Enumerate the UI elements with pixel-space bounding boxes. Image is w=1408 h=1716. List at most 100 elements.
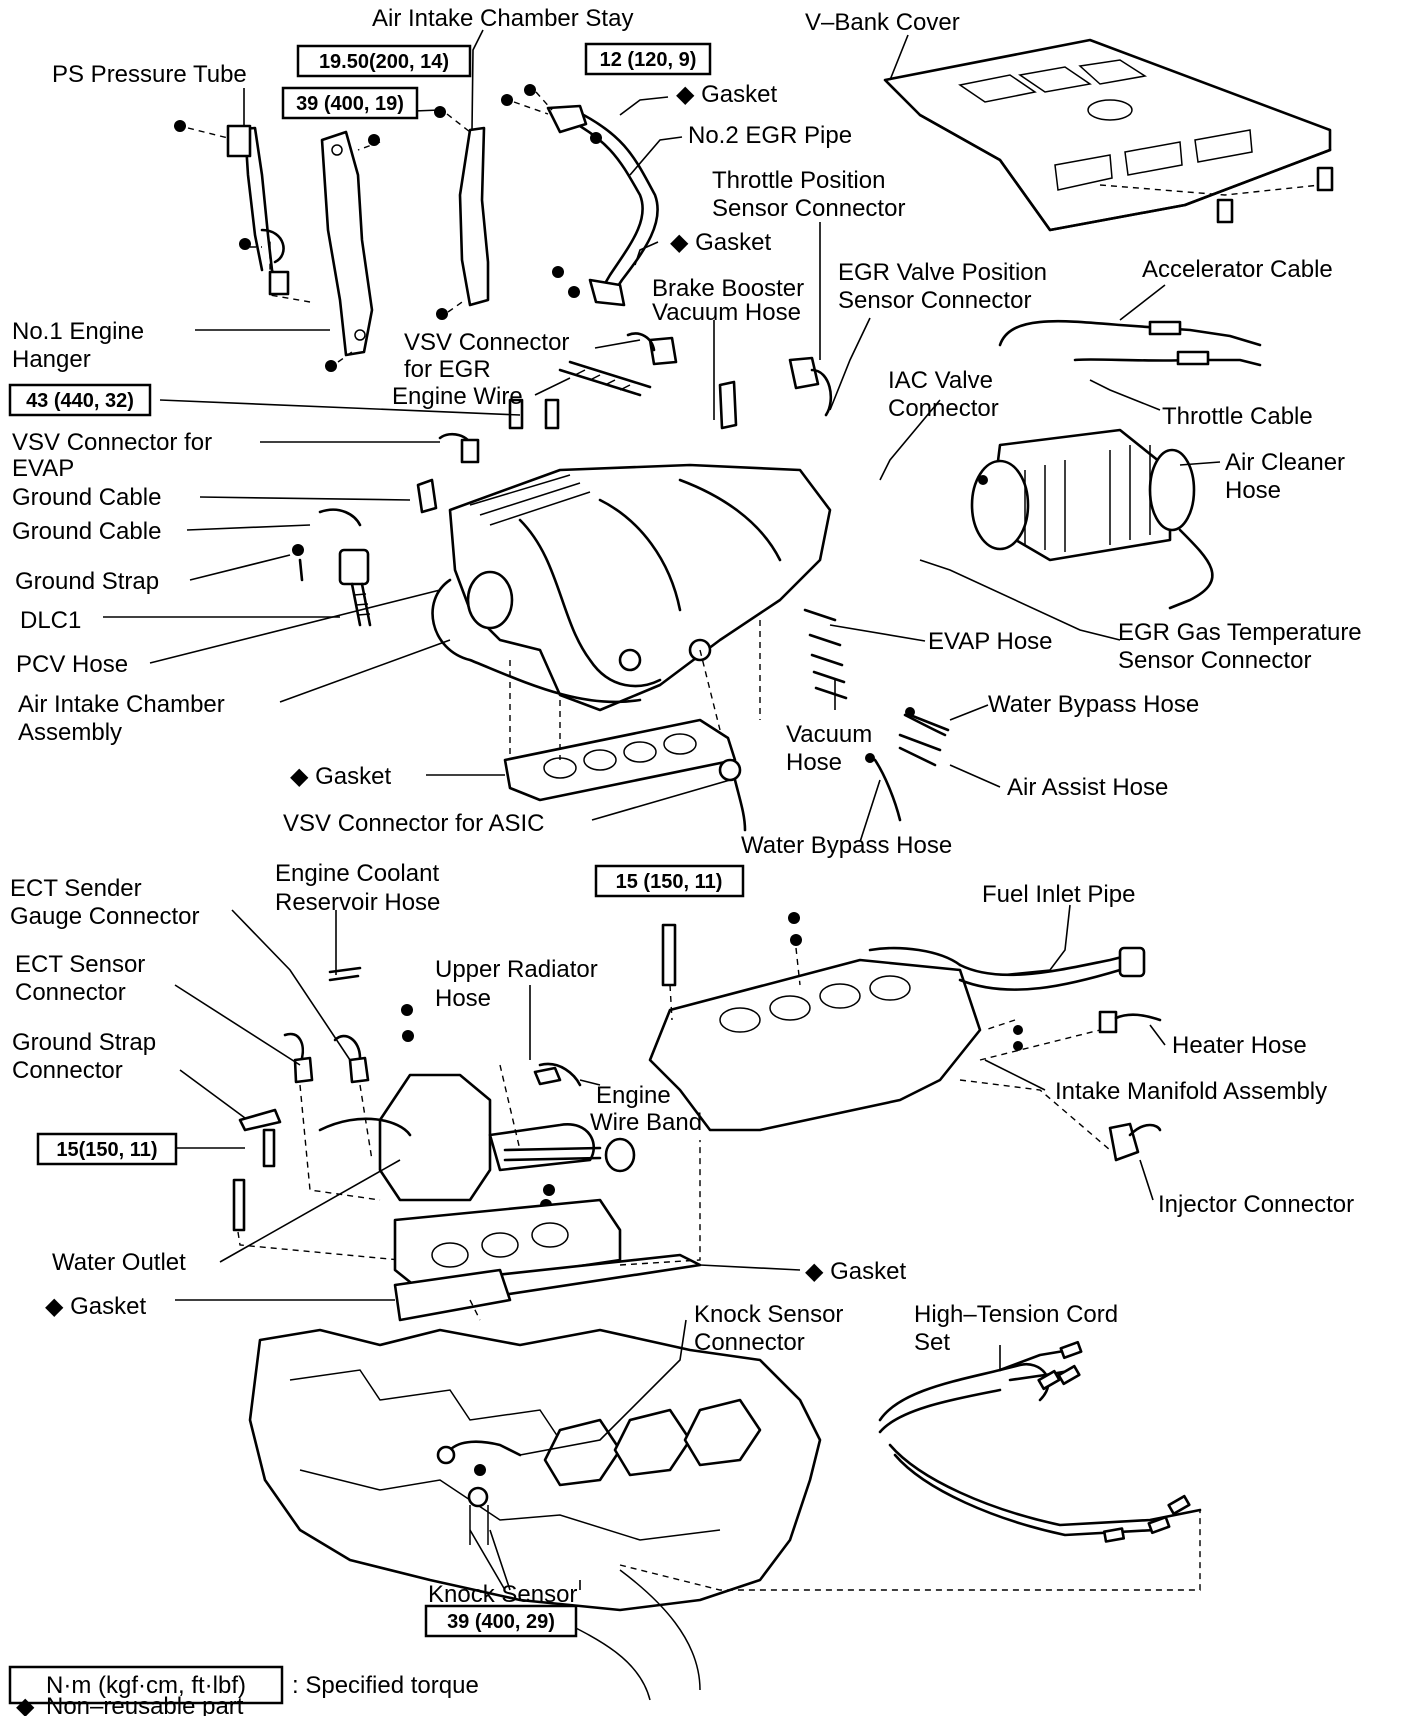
label-no1-engine-hanger-1: No.1 Engine (12, 318, 144, 345)
label-egr-valve-position-sensor-connector-1: EGR Valve Position (838, 259, 1047, 286)
label-ground-strap-connector-1: Ground Strap (12, 1029, 156, 1056)
label-knock-sensor-connector-1: Knock Sensor (694, 1301, 843, 1328)
label-ground-cable-1: Ground Cable (12, 484, 161, 511)
left-small-parts-drawing (292, 398, 560, 627)
label-gasket-egr-bottom: ◆ Gasket (670, 229, 772, 256)
torque-value: 43 (440, 32) (26, 390, 134, 412)
torque-box-15-lower: 15(150, 11) (36, 1132, 178, 1166)
label-gasket-manifold: ◆ Gasket (805, 1258, 907, 1285)
torque-box-19-50: 19.50(200, 14) (296, 44, 472, 78)
label-brake-booster-vacuum-hose-2: Vacuum Hose (652, 299, 801, 326)
heater-injector-drawing (959, 1010, 1162, 1162)
label-ground-strap: Ground Strap (15, 568, 159, 595)
legend-non-reusable: ◆ Non–reusable part (16, 1693, 244, 1716)
label-throttle-position-sensor-connector-2: Sensor Connector (712, 195, 905, 222)
label-iac-valve-connector-1: IAC Valve (888, 367, 993, 394)
label-water-bypass-hose-upper: Water Bypass Hose (988, 691, 1199, 718)
label-engine-wire: Engine Wire (392, 383, 523, 410)
engine-block-drawing (248, 1328, 1201, 1701)
air-cleaner-hose-drawing (970, 428, 1214, 610)
torque-value: 15(150, 11) (56, 1139, 157, 1161)
label-no1-engine-hanger-2: Hanger (12, 346, 91, 373)
label-ground-strap-connector-2: Connector (12, 1057, 123, 1084)
label-intake-manifold-assembly: Intake Manifold Assembly (1055, 1078, 1327, 1105)
label-accelerator-cable: Accelerator Cable (1142, 256, 1333, 283)
no2-egr-pipe-drawing (501, 84, 659, 307)
upper-connectors-drawing (558, 332, 833, 430)
engine-wire-band-drawing (499, 1062, 582, 1151)
vacuum-hoses-drawing (803, 608, 950, 822)
label-ect-sender-gauge-connector-2: Gauge Connector (10, 903, 199, 930)
legend-non-reusable-marker: ◆ (16, 1693, 35, 1716)
label-no2-egr-pipe: No.2 EGR Pipe (688, 122, 852, 149)
label-egr-gas-temp-sensor-connector-1: EGR Gas Temperature (1118, 619, 1362, 646)
label-fuel-inlet-pipe: Fuel Inlet Pipe (982, 881, 1135, 908)
label-ground-cable-2: Ground Cable (12, 518, 161, 545)
label-vsv-connector-egr-2: for EGR (404, 356, 491, 383)
label-air-cleaner-hose-1: Air Cleaner (1225, 449, 1345, 476)
label-ps-pressure-tube: PS Pressure Tube (52, 61, 247, 88)
torque-box-43: 43 (440, 32) (8, 383, 152, 417)
ps-pressure-tube-drawing (174, 120, 311, 303)
label-pcv-hose: PCV Hose (16, 651, 128, 678)
label-ect-sensor-connector-2: Connector (15, 979, 126, 1006)
label-injector-connector: Injector Connector (1158, 1191, 1354, 1218)
label-upper-radiator-hose-2: Hose (435, 985, 491, 1012)
label-gasket-egr-top: ◆ Gasket (676, 81, 778, 108)
legend-torque-text: : Specified torque (292, 1672, 479, 1699)
label-knock-sensor-connector-2: Connector (694, 1329, 805, 1356)
bypass-hoses-drawing (903, 707, 947, 737)
label-evap-hose: EVAP Hose (928, 628, 1053, 655)
water-outlet-drawing (232, 966, 636, 1261)
air-intake-chamber-drawing (431, 463, 832, 712)
torque-value: 15 (150, 11) (616, 871, 723, 893)
label-air-intake-chamber-assembly-1: Air Intake Chamber (18, 691, 225, 718)
label-ect-sender-gauge-connector-1: ECT Sender (10, 875, 142, 902)
label-vsv-connector-evap-1: VSV Connector for (12, 429, 212, 456)
label-throttle-position-sensor-connector-1: Throttle Position (712, 167, 885, 194)
cables-drawing (998, 319, 1262, 367)
label-heater-hose: Heater Hose (1172, 1032, 1307, 1059)
torque-value: 39 (400, 29) (447, 1611, 555, 1633)
chamber-gasket-drawing (503, 620, 761, 802)
legend-non-reusable-text: Non–reusable part (46, 1693, 244, 1716)
label-high-tension-cord-set-2: Set (914, 1329, 950, 1356)
label-ect-sensor-connector-1: ECT Sensor (15, 951, 145, 978)
label-vacuum-hose-1: Vacuum (786, 721, 872, 748)
label-water-bypass-hose-lower: Water Bypass Hose (741, 832, 952, 859)
label-upper-radiator-hose-1: Upper Radiator (435, 956, 598, 983)
label-v-bank-cover: V–Bank Cover (805, 9, 960, 36)
label-engine-coolant-reservoir-hose-2: Reservoir Hose (275, 889, 440, 916)
label-water-outlet: Water Outlet (52, 1249, 186, 1276)
label-gasket-chamber: ◆ Gasket (290, 763, 392, 790)
label-dlc1: DLC1 (20, 607, 81, 634)
label-gasket-water-outlet: ◆ Gasket (45, 1293, 147, 1320)
label-engine-wire-band-2: Wire Band (590, 1109, 702, 1136)
label-knock-sensor: Knock Sensor (428, 1581, 577, 1608)
label-engine-wire-band-1: Engine (596, 1082, 671, 1109)
label-egr-gas-temp-sensor-connector-2: Sensor Connector (1118, 647, 1311, 674)
label-throttle-cable: Throttle Cable (1162, 403, 1313, 430)
intake-manifold-drawing (648, 912, 1146, 1132)
leader-lines (103, 29, 1221, 1591)
label-engine-coolant-reservoir-hose-1: Engine Coolant (275, 860, 439, 887)
torque-value: 19.50(200, 14) (319, 51, 449, 73)
torque-box-39-19: 39 (400, 19) (281, 86, 419, 120)
label-air-assist-hose: Air Assist Hose (1007, 774, 1168, 801)
label-brake-booster-vacuum-hose-1: Brake Booster (652, 275, 804, 302)
torque-box-15-upper: 15 (150, 11) (594, 864, 745, 898)
label-vsv-connector-evap-2: EVAP (12, 455, 74, 482)
vsv-asic-drawing (718, 758, 747, 832)
high-tension-cord-set-drawing (878, 1340, 1202, 1543)
label-egr-valve-position-sensor-connector-2: Sensor Connector (838, 287, 1031, 314)
label-air-intake-chamber-stay: Air Intake Chamber Stay (372, 5, 633, 32)
label-high-tension-cord-set-1: High–Tension Cord (914, 1301, 1118, 1328)
torque-specs: 19.50(200, 14) 12 (120, 9) 39 (400, 19) … (8, 42, 745, 1638)
legend-torque: N·m (kgf·cm, ft·lbf) : Specified torque (8, 1665, 479, 1705)
part-drawings (174, 38, 1334, 1701)
label-air-cleaner-hose-2: Hose (1225, 477, 1281, 504)
torque-box-12: 12 (120, 9) (584, 42, 712, 76)
v-bank-cover-drawing (883, 38, 1334, 232)
label-vsv-connector-egr-1: VSV Connector (404, 329, 569, 356)
